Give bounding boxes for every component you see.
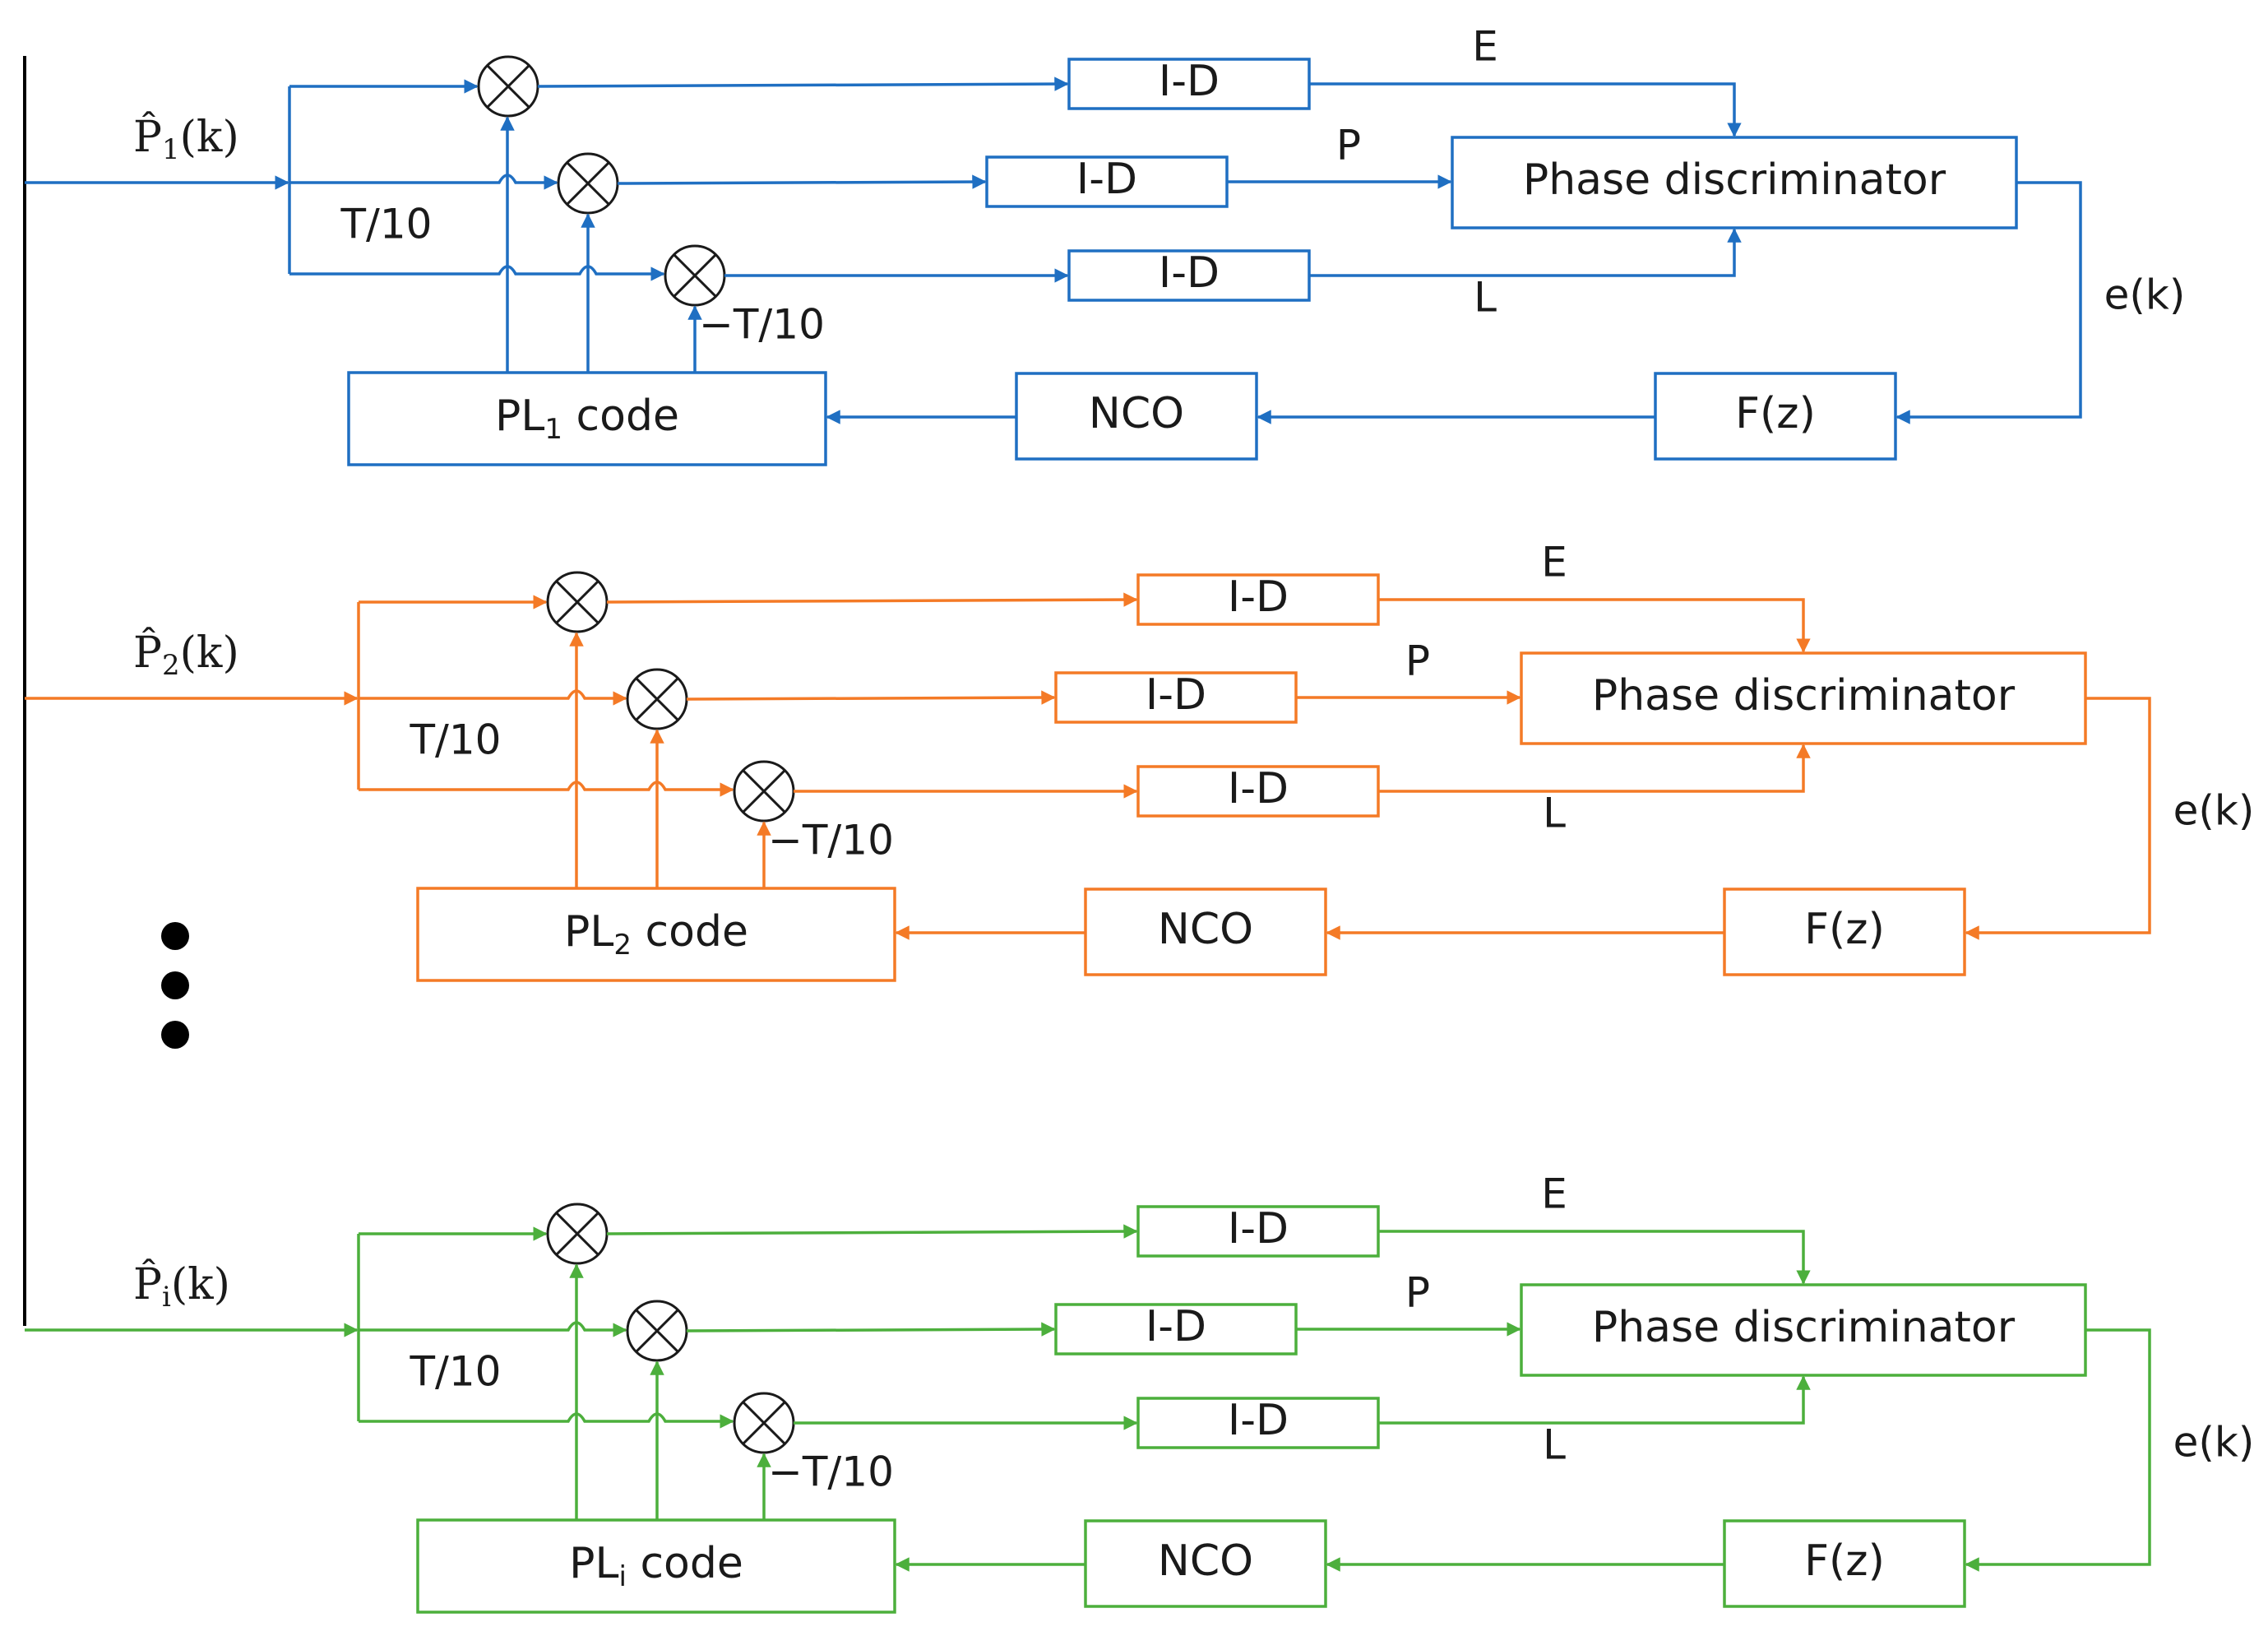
early-to-discriminator-line <box>1309 82 1742 137</box>
late-signal-label: L <box>1543 790 1566 837</box>
prompt-signal-label: P <box>1336 122 1361 169</box>
early-signal-label: E <box>1472 23 1498 71</box>
prompt-integrate-dump-box <box>985 155 1229 208</box>
early-mixer-to-id-line <box>606 592 1138 607</box>
prompt-branch-line <box>289 174 558 190</box>
ellipsis-dot <box>161 971 189 999</box>
error-signal-label: e(k) <box>2173 787 2255 835</box>
loop-filter-label: F(z) <box>1735 389 1816 438</box>
early-integrate-dump-box <box>1067 58 1311 110</box>
late-integrate-dump-box <box>1136 765 1380 818</box>
prompt-integrate-dump-label: I-D <box>1076 155 1137 204</box>
prompt-signal-label: P <box>1405 637 1430 685</box>
late-integrate-dump-box <box>1067 249 1311 302</box>
prompt-signal-label: P <box>1405 1269 1430 1317</box>
late-delay-label: −T/10 <box>768 1448 894 1496</box>
loop-filter-box <box>1723 1519 1966 1608</box>
late-to-discriminator-line <box>1309 228 1742 277</box>
ellipsis-dot <box>161 1021 189 1049</box>
input-signal-label: P̂2(k) <box>133 627 239 682</box>
ellipsis-dots <box>161 922 189 1049</box>
loop-filter-label: F(z) <box>1804 905 1885 954</box>
ellipsis-dot <box>161 922 189 950</box>
prompt-integrate-dump-label: I-D <box>1146 1302 1206 1351</box>
early-integrate-dump-box <box>1136 1205 1380 1258</box>
error-feedback-line <box>1895 181 2082 424</box>
prompt-integrate-dump-label: I-D <box>1146 670 1206 720</box>
late-mixer-icon <box>733 760 795 823</box>
loop-filter-box <box>1654 372 1897 461</box>
error-signal-label: e(k) <box>2173 1419 2255 1467</box>
nco-label: NCO <box>1158 1536 1253 1586</box>
late-signal-label: L <box>1474 274 1497 322</box>
code-generator-box <box>416 887 896 982</box>
phase-discriminator-label: Phase discriminator <box>1523 155 1946 205</box>
early-integrate-dump-box <box>1136 573 1380 626</box>
input-signal-label: P̂i(k) <box>133 1258 230 1314</box>
phase-discriminator-box <box>1520 1283 2087 1377</box>
prompt-mixer-to-id-line <box>617 174 987 189</box>
early-to-discriminator-line <box>1378 598 1811 653</box>
late-integrate-dump-label: I-D <box>1228 764 1289 813</box>
loop-filter-box <box>1723 888 1966 976</box>
prompt-mixer-to-id-line <box>686 1322 1056 1337</box>
early-delay-label: T/10 <box>340 201 432 248</box>
early-mixer-to-id-line <box>537 76 1069 91</box>
late-mixer-icon <box>733 1392 795 1454</box>
nco-label: NCO <box>1089 389 1184 438</box>
early-mixer-icon <box>546 571 609 633</box>
early-signal-label: E <box>1541 1170 1567 1218</box>
late-delay-label: −T/10 <box>768 817 894 864</box>
late-branch-line <box>289 265 665 281</box>
loop-filter-label: F(z) <box>1804 1536 1885 1586</box>
late-integrate-dump-label: I-D <box>1228 1396 1289 1445</box>
late-delay-label: −T/10 <box>699 301 825 349</box>
code-generator-box <box>347 371 827 466</box>
error-signal-label: e(k) <box>2104 271 2186 319</box>
early-integrate-dump-label: I-D <box>1228 1204 1289 1254</box>
early-mixer-to-id-line <box>606 1224 1138 1239</box>
early-mixer-icon <box>546 1203 609 1265</box>
late-integrate-dump-box <box>1136 1397 1380 1449</box>
phase-discriminator-box <box>1520 651 2087 745</box>
late-signal-label: L <box>1543 1421 1566 1469</box>
late-integrate-dump-label: I-D <box>1159 248 1220 298</box>
early-to-discriminator-line <box>1378 1230 1811 1285</box>
late-to-discriminator-line <box>1378 744 1811 793</box>
code-generator-label: PLi code <box>569 1539 743 1593</box>
late-branch-line <box>359 781 734 797</box>
early-signal-label: E <box>1541 539 1567 586</box>
nco-box <box>1015 372 1258 461</box>
prompt-branch-line <box>359 689 627 706</box>
early-integrate-dump-label: I-D <box>1159 57 1220 106</box>
nco-box <box>1084 1519 1327 1608</box>
phase-discriminator-label: Phase discriminator <box>1592 671 2016 721</box>
prompt-mixer-icon <box>626 1300 688 1362</box>
input-signal-label: P̂1(k) <box>133 111 239 166</box>
early-delay-label: T/10 <box>409 716 501 764</box>
prompt-mixer-icon <box>557 152 619 215</box>
late-mixer-icon <box>664 244 726 307</box>
early-mixer-icon <box>477 55 539 118</box>
late-branch-line <box>359 1412 734 1429</box>
prompt-mixer-to-id-line <box>686 690 1056 705</box>
code-generator-label: PL2 code <box>564 907 748 962</box>
error-feedback-line <box>1965 1328 2151 1572</box>
nco-label: NCO <box>1158 905 1253 954</box>
code-generator-box <box>416 1518 896 1614</box>
error-feedback-line <box>1965 697 2151 940</box>
early-delay-label: T/10 <box>409 1348 501 1396</box>
phase-discriminator-label: Phase discriminator <box>1592 1303 2016 1352</box>
prompt-mixer-icon <box>626 668 688 730</box>
prompt-branch-line <box>359 1321 627 1337</box>
late-to-discriminator-line <box>1378 1375 1811 1425</box>
nco-box <box>1084 888 1327 976</box>
code-generator-label: PL1 code <box>495 392 679 446</box>
early-integrate-dump-label: I-D <box>1228 572 1289 622</box>
